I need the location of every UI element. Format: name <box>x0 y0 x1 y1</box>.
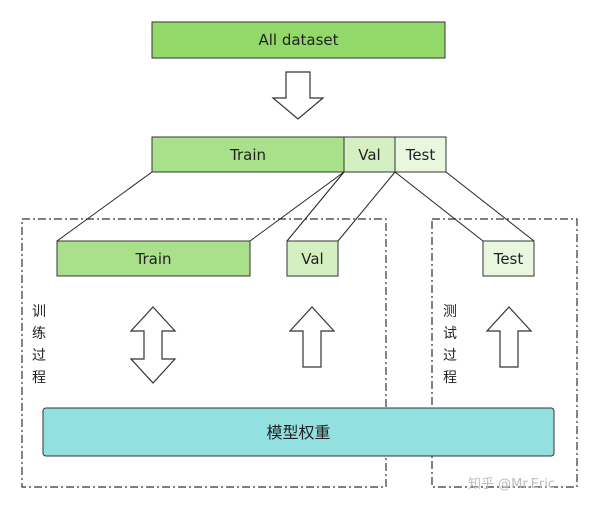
val-up-arrow-icon <box>288 306 336 368</box>
model-weights-box <box>42 407 555 457</box>
all-dataset-box <box>151 21 446 59</box>
test-box-label: Test <box>493 250 524 268</box>
model-weights-label: 模型权重 <box>266 423 330 442</box>
split-val-label: Val <box>358 146 380 164</box>
val-box-label: Val <box>301 250 323 268</box>
testing-process-region <box>431 218 578 488</box>
train-box-label: Train <box>135 250 172 268</box>
training-process-label: 训 练 过 程 <box>32 304 46 386</box>
split-test-label: Test <box>405 146 436 164</box>
split-train-segment <box>151 136 345 173</box>
test-up-arrow-icon <box>485 306 533 368</box>
all-dataset-label: All dataset <box>258 31 338 49</box>
test-box <box>482 240 535 277</box>
val-box <box>286 240 339 277</box>
training-process-region <box>21 218 387 488</box>
connector-lines <box>56 171 535 242</box>
watermark: 知乎 @Mr.Eric <box>468 477 555 492</box>
split-train-label: Train <box>229 146 266 164</box>
train-box <box>56 240 251 277</box>
double-arrow-icon <box>129 306 177 384</box>
testing-process-label: 测 试 过 程 <box>443 304 457 386</box>
down-arrow-icon <box>271 71 325 120</box>
split-test-segment <box>394 136 447 173</box>
